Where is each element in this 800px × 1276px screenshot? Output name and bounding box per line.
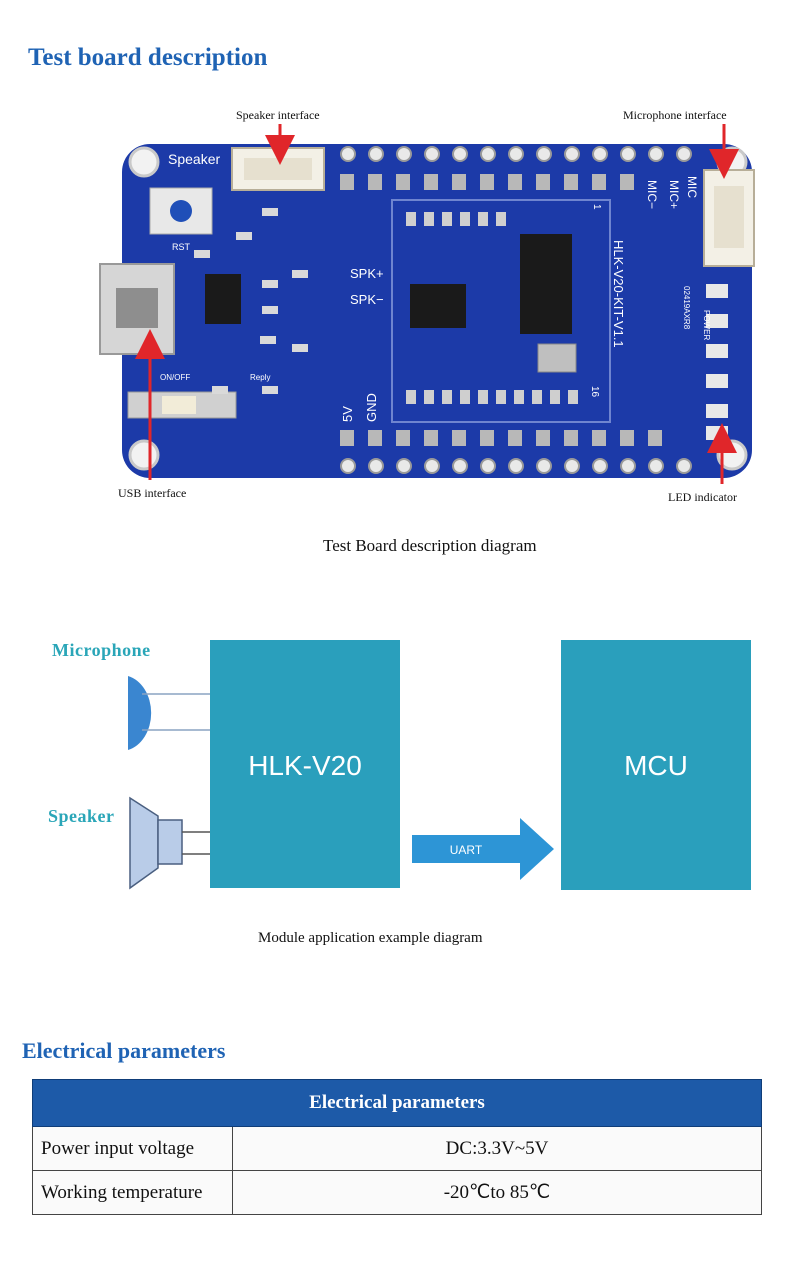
- usb-chip: [205, 274, 241, 324]
- silk-on-off: ON/OFF: [160, 373, 190, 382]
- application-diagram: [0, 620, 800, 920]
- section-title-test-board: Test board description: [28, 44, 268, 71]
- mcu-label: MCU: [624, 750, 688, 781]
- callout-speaker-interface: Speaker interface: [236, 108, 320, 122]
- uart-label: UART: [449, 843, 483, 857]
- callout-usb-interface: USB interface: [118, 486, 187, 500]
- hlk-v20-label: HLK-V20: [248, 750, 362, 781]
- section-title-electrical: Electrical parameters: [22, 1038, 226, 1063]
- table-row: Power input voltage DC:3.3V~5V: [32, 1126, 762, 1171]
- module-outline: [391, 199, 611, 423]
- silk-gnd: GND: [364, 393, 379, 422]
- silk-rst: RST: [172, 242, 191, 252]
- amplifier-chip: [410, 284, 466, 328]
- silk-mic-minus: MIC−: [645, 180, 659, 209]
- silk-model: HLK-V20-KIT-V1.1: [611, 240, 626, 348]
- callout-led-indicator: LED indicator: [668, 490, 737, 504]
- mounting-hole: [128, 146, 160, 178]
- speaker-label: Speaker: [48, 806, 115, 826]
- param-value: -20℃to 85℃: [232, 1170, 762, 1215]
- silk-5v: 5V: [340, 406, 355, 422]
- hlk-v20-block: [210, 640, 400, 888]
- silk-spk-plus: SPK+: [350, 266, 384, 281]
- module-pads: [406, 212, 578, 404]
- silk-reply: Reply: [250, 373, 270, 382]
- application-diagram-caption: Module application example diagram: [258, 930, 483, 946]
- silk-spk-minus: SPK−: [350, 292, 384, 307]
- silk-speaker: Speaker: [168, 151, 220, 167]
- bottom-pin-row: [340, 458, 692, 474]
- silk-date-code: 02419AXR8: [682, 286, 691, 330]
- mounting-hole: [128, 439, 160, 471]
- silk-power: POWER: [702, 310, 711, 340]
- silk-mic-plus: MIC+: [667, 180, 681, 209]
- uart-arrow: [412, 818, 554, 880]
- test-board-photo: Speaker RST SPK+ SPK− ON/OFF Reply 5V GN…: [0, 100, 800, 520]
- table-header: Electrical parameters: [32, 1079, 762, 1127]
- param-name: Power input voltage: [32, 1126, 233, 1171]
- param-value: DC:3.3V~5V: [232, 1126, 762, 1171]
- electrical-parameters-table: Electrical parameters Power input voltag…: [32, 1079, 762, 1215]
- param-name: Working temperature: [32, 1170, 233, 1215]
- callout-microphone-interface: Microphone interface: [623, 108, 727, 122]
- main-chip: [520, 234, 572, 334]
- header-pads-top: [340, 174, 634, 190]
- silk-mic: MIC: [685, 176, 699, 198]
- crystal: [537, 343, 577, 373]
- silk-16: 16: [589, 386, 600, 398]
- table-row: Working temperature -20℃to 85℃: [32, 1170, 762, 1215]
- silk-1: 1: [591, 204, 602, 210]
- microphone-label: Microphone: [52, 640, 151, 660]
- board-diagram-caption: Test Board description diagram: [323, 536, 537, 555]
- header-pads-bottom: [340, 430, 662, 446]
- smd-components: [194, 208, 308, 394]
- top-pin-row: [340, 146, 692, 162]
- speaker-icon: [129, 796, 183, 890]
- microphone-icon: [128, 676, 152, 750]
- mcu-block: [561, 640, 751, 890]
